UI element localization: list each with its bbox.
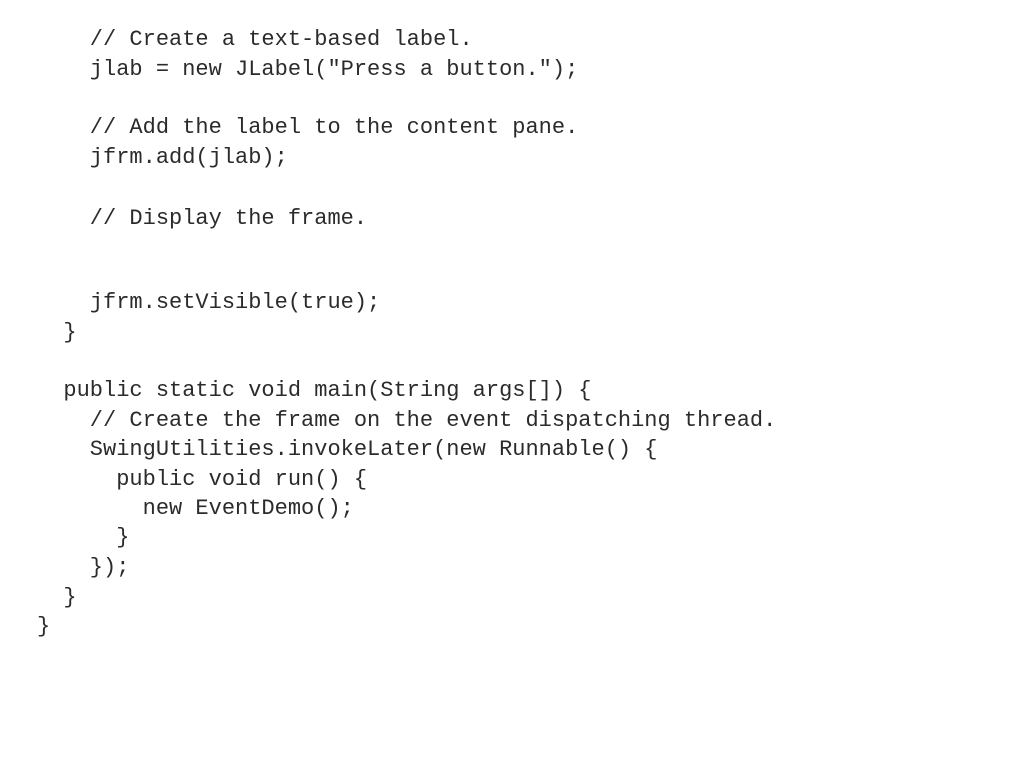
code-line: jfrm.setVisible(true);: [37, 290, 381, 315]
code-line: // Create the frame on the event dispatc…: [37, 408, 777, 433]
code-line: SwingUtilities.invokeLater(new Runnable(…: [37, 437, 658, 462]
code-line: });: [37, 555, 130, 580]
code-line: public void run() {: [37, 467, 368, 492]
code-line: jfrm.add(jlab);: [37, 145, 288, 170]
code-line: public static void main(String args[]) {: [37, 378, 592, 403]
code-line: new EventDemo();: [37, 496, 354, 521]
code-line: }: [37, 320, 77, 345]
code-line: // Create a text-based label.: [37, 27, 473, 52]
code-line: jlab = new JLabel("Press a button.");: [37, 57, 579, 82]
code-line: }: [37, 614, 51, 639]
code-line: }: [37, 525, 130, 550]
code-line: // Display the frame.: [37, 206, 368, 231]
code-line: // Add the label to the content pane.: [37, 115, 579, 140]
code-line: }: [37, 585, 77, 610]
